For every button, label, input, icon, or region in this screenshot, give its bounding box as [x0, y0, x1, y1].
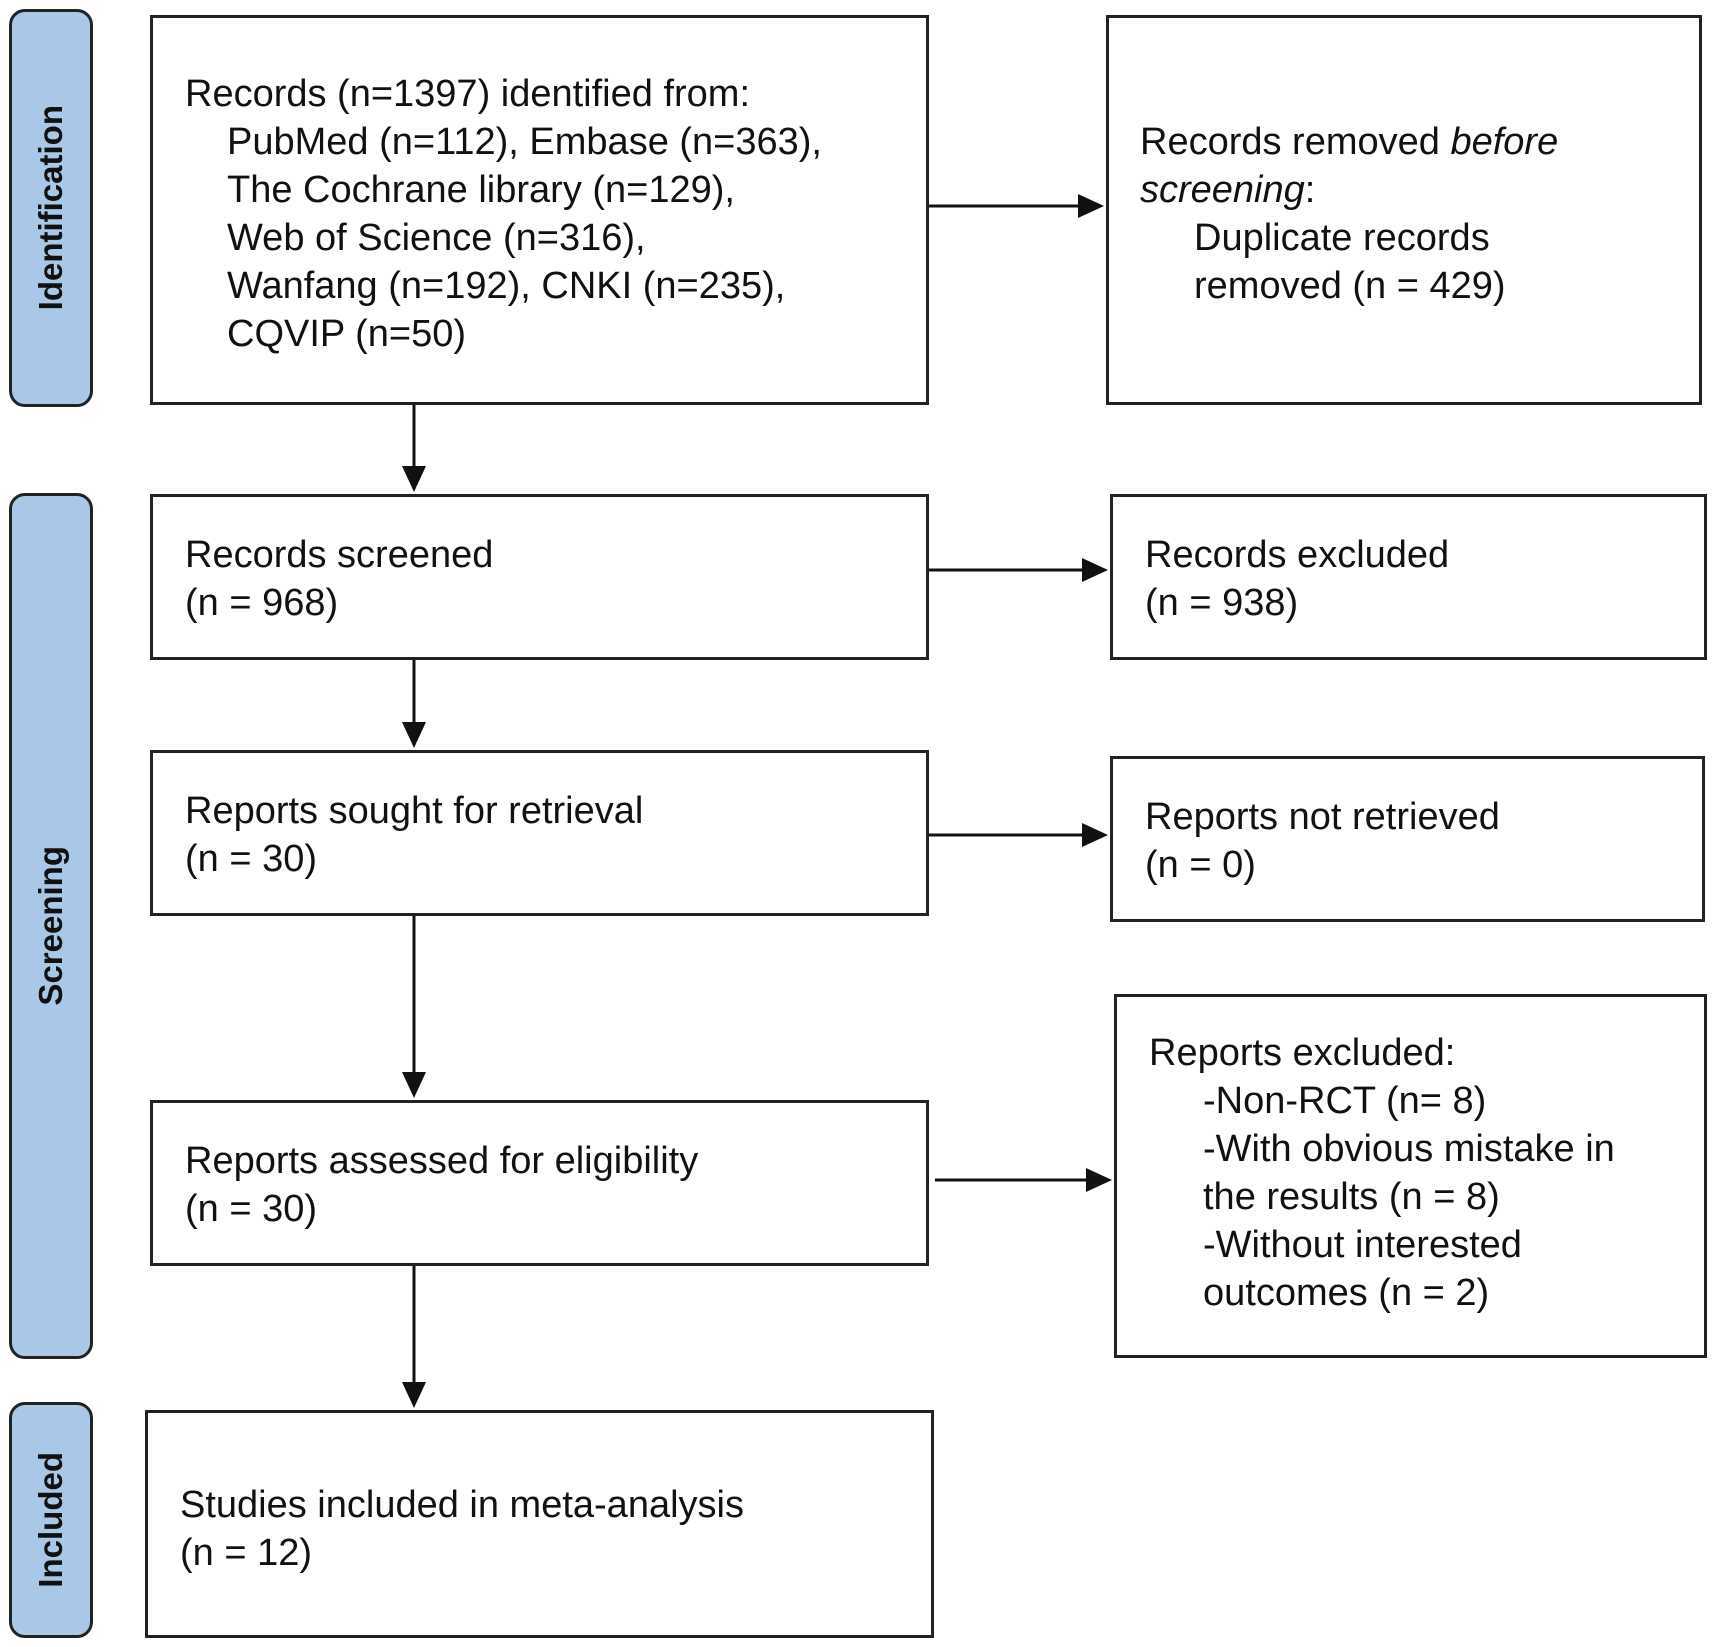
studies-included-label: Studies included in meta-analysis [180, 1484, 744, 1526]
records-excluded-box: Records excluded (n = 938) [1110, 494, 1707, 660]
records-identified-title: Records (n=1397) identified from: [185, 73, 751, 115]
arrow-head [402, 1072, 426, 1098]
reports-sought-box: Reports sought for retrieval (n = 30) [150, 750, 929, 916]
exclusion-reason: -Without interested [1203, 1224, 1522, 1266]
reports-excluded-title: Reports excluded: [1149, 1032, 1456, 1074]
reports-not-retrieved-count: (n = 0) [1145, 844, 1256, 886]
source-line: CQVIP (n=50) [227, 313, 467, 355]
records-removed-title: Records removed before [1140, 121, 1559, 163]
source-line: Web of Science (n=316), [227, 217, 646, 259]
arrow-head [402, 466, 426, 492]
arrow-head [1086, 1168, 1112, 1192]
records-excluded-count: (n = 938) [1145, 582, 1299, 624]
arrow-head [402, 1382, 426, 1408]
reports-excluded-box: Reports excluded: -Non-RCT (n= 8) -With … [1114, 994, 1707, 1358]
records-screened-count: (n = 968) [185, 582, 339, 624]
studies-included-box: Studies included in meta-analysis (n = 1… [145, 1410, 934, 1638]
phase-included-label: Included [32, 1452, 69, 1588]
records-removed-title-cont: screening: [1140, 169, 1316, 211]
arrow-head [402, 722, 426, 748]
exclusion-reason: outcomes (n = 2) [1203, 1272, 1490, 1314]
reports-assessed-count: (n = 30) [185, 1188, 318, 1230]
reports-not-retrieved-box: Reports not retrieved (n = 0) [1110, 756, 1705, 922]
exclusion-reason: the results (n = 8) [1203, 1176, 1500, 1218]
reports-assessed-label: Reports assessed for eligibility [185, 1140, 699, 1182]
arrow-head [1082, 558, 1108, 582]
records-excluded-label: Records excluded [1145, 534, 1450, 576]
records-screened-label: Records screened [185, 534, 494, 576]
reports-not-retrieved-label: Reports not retrieved [1145, 796, 1500, 838]
reports-sought-label: Reports sought for retrieval [185, 790, 644, 832]
studies-included-count: (n = 12) [180, 1532, 313, 1574]
reports-assessed-box: Reports assessed for eligibility (n = 30… [150, 1100, 929, 1266]
phase-identification-label: Identification [32, 105, 69, 311]
arrow-head [1078, 194, 1104, 218]
exclusion-reason: -With obvious mistake in [1203, 1128, 1615, 1170]
arrow-head [1082, 823, 1108, 847]
phase-included: Included [9, 1402, 93, 1638]
reports-sought-count: (n = 30) [185, 838, 318, 880]
phase-identification: Identification [9, 9, 93, 407]
source-line: Wanfang (n=192), CNKI (n=235), [227, 265, 786, 307]
records-removed-detail: removed (n = 429) [1194, 265, 1506, 307]
records-identified-box: Records (n=1397) identified from: PubMed… [150, 15, 929, 405]
source-line: PubMed (n=112), Embase (n=363), [227, 121, 822, 163]
records-removed-detail: Duplicate records [1194, 217, 1490, 259]
records-removed-box: Records removed before screening: Duplic… [1106, 15, 1702, 405]
phase-screening: Screening [9, 493, 93, 1359]
records-screened-box: Records screened (n = 968) [150, 494, 929, 660]
source-line: The Cochrane library (n=129), [227, 169, 735, 211]
exclusion-reason: -Non-RCT (n= 8) [1203, 1080, 1487, 1122]
phase-screening-label: Screening [32, 846, 69, 1006]
